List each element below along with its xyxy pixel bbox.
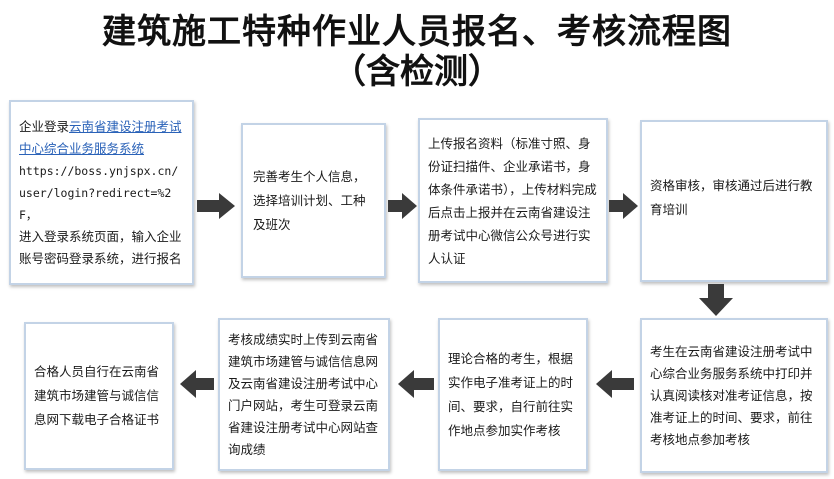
arrow-right-1-icon <box>197 193 235 219</box>
step-5-box: 考生在云南省建设注册考试中心综合业务服务系统中打印并认真阅读核对准考证信息，按准… <box>640 318 828 473</box>
arrow-right-3-icon <box>609 193 638 219</box>
step-4-box: 资格审核，审核通过后进行教育培训 <box>640 120 828 282</box>
arrow-left-1-icon <box>596 370 634 398</box>
step-7-box: 考核成绩实时上传到云南省建筑市场建管与诚信信息网及云南省建设注册考试中心门户网站… <box>218 318 390 471</box>
step-6-box: 理论合格的考生，根据实作电子准考证上的时间、要求，自行前往实作地点参加实作考核 <box>438 318 588 471</box>
step-6-text: 理论合格的考生，根据实作电子准考证上的时间、要求，自行前往实作地点参加实作考核 <box>448 350 574 438</box>
step-1-suffix: 进入登录系统页面，输入企业账号密码登录系统，进行报名 <box>19 228 182 266</box>
step-5-text: 考生在云南省建设注册考试中心综合业务服务系统中打印并认真阅读核对准考证信息，按准… <box>650 343 813 447</box>
step-3-text: 上传报名资料（标准寸照、身份证扫描件、企业承诺书，身体条件承诺书），上传材料完成… <box>428 135 597 266</box>
step-1-box: 企业登录云南省建设注册考试中心综合业务服务系统 https://boss.ynj… <box>9 100 194 285</box>
arrow-right-2-icon <box>388 193 417 219</box>
arrow-down-icon <box>699 284 733 316</box>
step-3-box: 上传报名资料（标准寸照、身份证扫描件、企业承诺书，身体条件承诺书），上传材料完成… <box>418 118 608 283</box>
login-url: https://boss.ynjspx.cn/user/login?redire… <box>19 163 179 222</box>
step-8-box: 合格人员自行在云南省建筑市场建管与诚信信息网下载电子合格证书 <box>24 322 174 470</box>
step-7-text: 考核成绩实时上传到云南省建筑市场建管与诚信信息网及云南省建设注册考试中心门户网站… <box>228 331 379 457</box>
step-2-box: 完善考生个人信息，选择培训计划、工种及班次 <box>241 123 386 278</box>
system-link[interactable]: 云南省建设注册考试中心综合业务服务系统 <box>19 118 182 156</box>
diagram-subtitle: （含检测） <box>332 52 502 92</box>
diagram-title: 建筑施工特种作业人员报名、考核流程图 <box>102 12 732 52</box>
step-8-text: 合格人员自行在云南省建筑市场建管与诚信信息网下载电子合格证书 <box>34 364 160 427</box>
arrow-left-2-icon <box>398 370 434 398</box>
arrow-left-3-icon <box>180 370 214 398</box>
step-2-text: 完善考生个人信息，选择培训计划、工种及班次 <box>253 168 366 232</box>
step-1-prefix: 企业登录 <box>19 118 70 134</box>
step-4-text: 资格审核，审核通过后进行教育培训 <box>650 178 813 217</box>
